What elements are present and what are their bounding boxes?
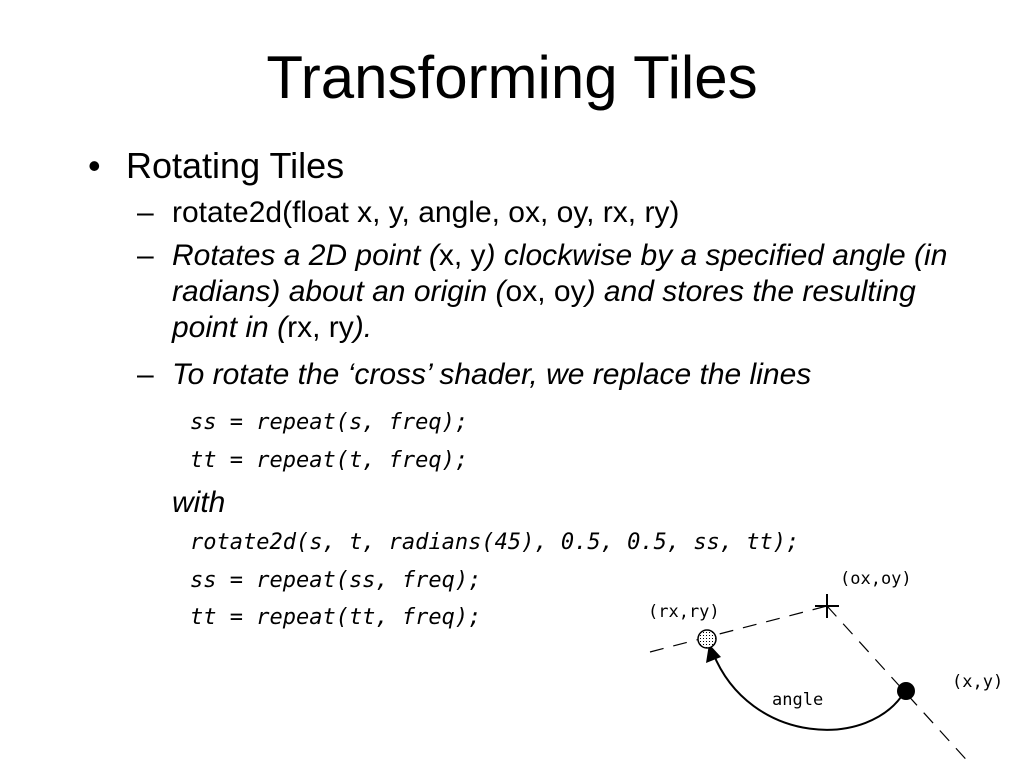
subbullet-dash: – xyxy=(137,239,154,272)
code-line-before-1: ss = repeat(s, freq); xyxy=(190,410,469,435)
rotation-diagram: (ox,oy) (rx,ry) (x,y) angle xyxy=(648,569,1003,767)
description-text: Rotates a 2D point (x, y) clockwise by a… xyxy=(172,238,982,346)
function-signature: rotate2d(float x, y, angle, ox, oy, rx, … xyxy=(172,196,680,229)
with-word: with xyxy=(172,486,226,519)
subbullet-dash: – xyxy=(137,358,154,391)
bullet-text: Rotating Tiles xyxy=(126,145,345,186)
bullet-marker: • xyxy=(88,145,101,186)
param-angle: angle xyxy=(832,239,906,272)
code-line-after-3: tt = repeat(tt, freq); xyxy=(190,605,482,630)
bullet-rotating-tiles: • Rotating Tiles xyxy=(88,144,344,188)
label-angle: angle xyxy=(772,690,823,710)
original-point xyxy=(897,682,915,700)
angle-arc xyxy=(712,652,906,731)
code-line-after-1: rotate2d(s, t, radians(45), 0.5, 0.5, ss… xyxy=(190,530,800,555)
subbullet-replace: – To rotate the ‘cross’ shader, we repla… xyxy=(137,357,982,393)
slide-title: Transforming Tiles xyxy=(266,44,758,111)
label-origin: (ox,oy) xyxy=(840,569,912,589)
replace-text: To rotate the ‘cross’ shader, we replace… xyxy=(172,358,812,391)
description-part: Rotates a 2D point ( xyxy=(172,239,439,272)
description-part: (in radians) about an origin ( xyxy=(172,239,948,308)
label-result: (rx,ry) xyxy=(648,602,720,622)
arrowhead-icon xyxy=(706,644,721,663)
param-ox-oy: ox, oy xyxy=(505,275,586,308)
param-rx-ry: rx, ry xyxy=(287,311,354,344)
dashed-line-origin-result xyxy=(649,605,828,653)
description-part: ). xyxy=(353,311,373,344)
label-point: (x,y) xyxy=(952,672,1003,692)
code-line-before-2: tt = repeat(t, freq); xyxy=(190,448,469,473)
subbullet-description: – Rotates a 2D point (x, y) clockwise by… xyxy=(137,238,982,346)
subbullet-signature: – rotate2d(float x, y, angle, ox, oy, rx… xyxy=(137,195,982,231)
description-part: ) clockwise by a specified xyxy=(485,239,833,272)
subbullet-dash: – xyxy=(137,196,154,229)
code-line-after-2: ss = repeat(ss, freq); xyxy=(190,568,482,593)
result-point xyxy=(697,629,717,649)
description-part: ) and stores the resulting point in ( xyxy=(172,275,916,344)
param-x-y: x, y xyxy=(438,239,486,272)
